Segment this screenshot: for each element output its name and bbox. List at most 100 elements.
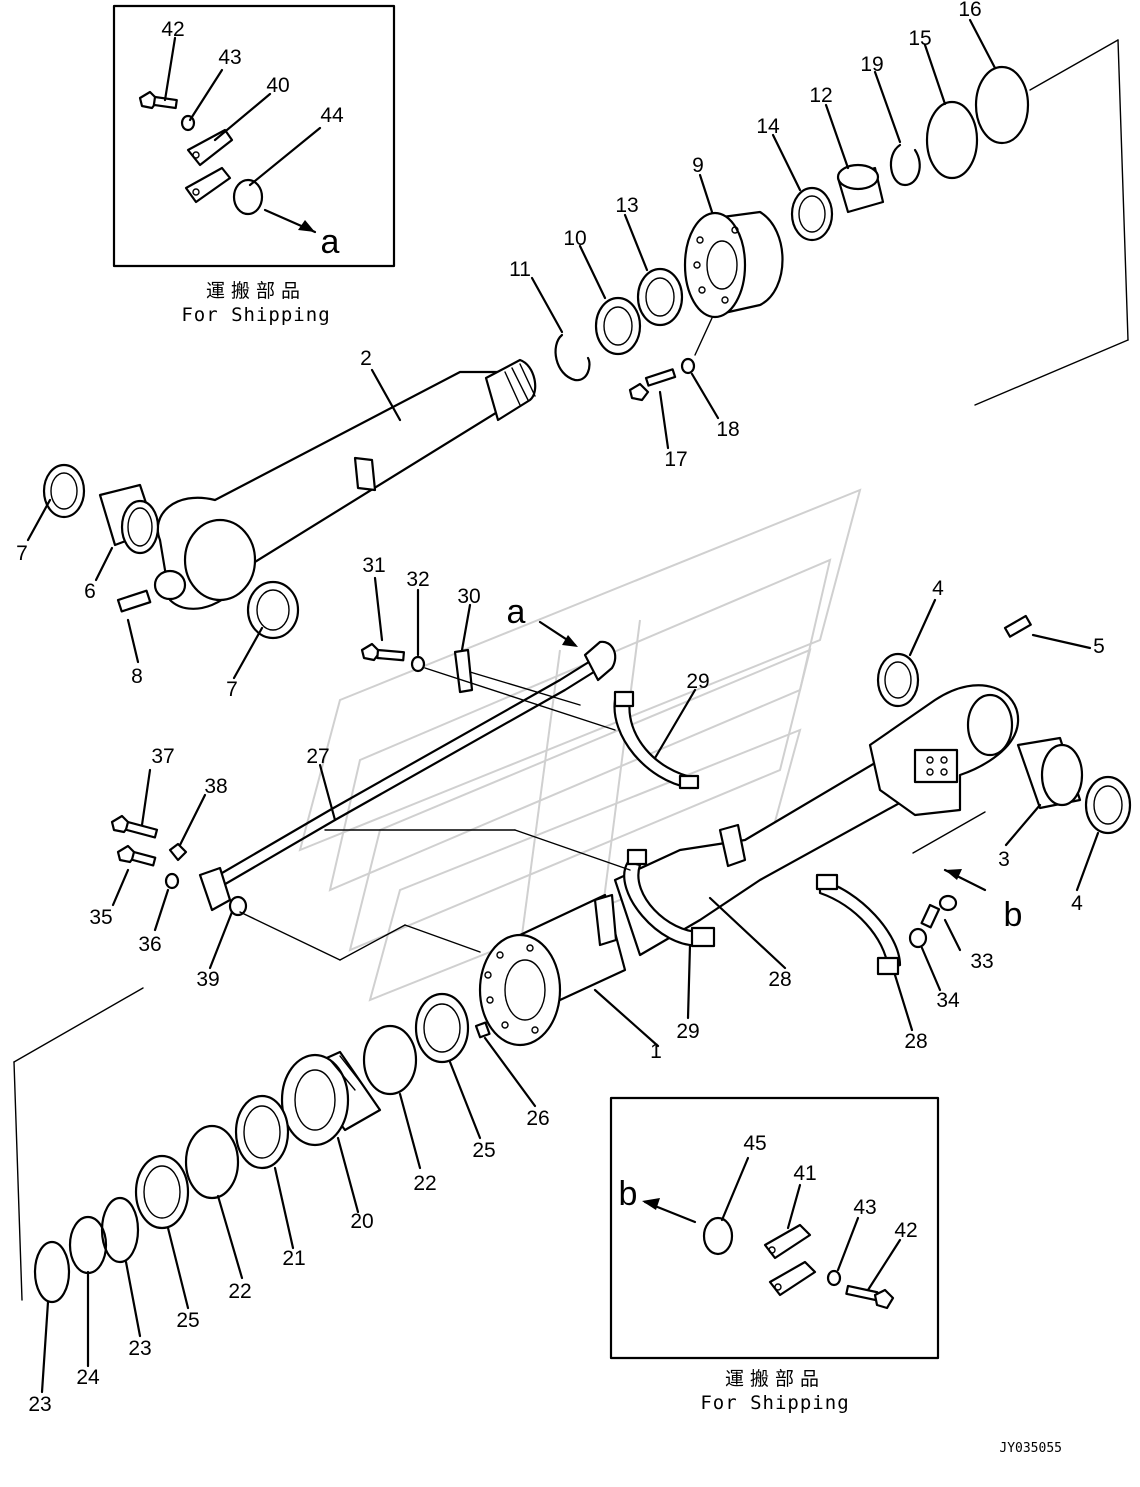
label-41: 41: [793, 1162, 816, 1185]
label-4-lower: 4: [1071, 892, 1083, 915]
label-34: 34: [936, 989, 960, 1012]
label-15: 15: [908, 27, 931, 50]
label-24: 24: [76, 1366, 100, 1389]
label-23-upper: 23: [128, 1337, 151, 1360]
bolt-35-icon: [116, 844, 157, 867]
dust-seal-4-upper: [876, 652, 920, 708]
dust-seal-4-lower: [1084, 775, 1132, 835]
o-ring-39-icon: [228, 895, 248, 917]
label-29-upper: 29: [686, 670, 709, 693]
inset-box-top: 42 43 40 44 a: [112, 4, 396, 268]
label-18: 18: [716, 418, 739, 441]
view-marker-b: b: [1004, 896, 1023, 934]
label-3: 3: [998, 848, 1010, 871]
label-20: 20: [350, 1210, 373, 1233]
o-ring-15: [925, 100, 979, 180]
view-marker-a: a: [507, 593, 526, 631]
band-28-upper: [623, 848, 716, 948]
label-26: 26: [526, 1107, 549, 1130]
label-43b: 43: [853, 1196, 876, 1219]
snap-ring-11: [554, 333, 591, 382]
label-42: 42: [161, 18, 184, 41]
label-42b: 42: [894, 1219, 917, 1242]
label-7-right: 7: [226, 678, 238, 701]
washer-43b-icon: [826, 1269, 842, 1287]
label-27: 27: [306, 745, 329, 768]
set-screw-26-icon: [474, 1021, 491, 1039]
label-4-upper: 4: [932, 577, 944, 600]
label-44: 44: [320, 104, 344, 127]
drawing-code: JY035055: [999, 1441, 1062, 1456]
label-12: 12: [809, 84, 832, 107]
label-37: 37: [151, 745, 174, 768]
ring-24: [68, 1215, 108, 1275]
label-23-lower: 23: [28, 1393, 51, 1416]
label-2: 2: [360, 347, 372, 370]
label-6: 6: [84, 580, 96, 603]
band-28-lower: [815, 873, 902, 976]
cylinder-head-9: [683, 210, 784, 319]
label-39: 39: [196, 968, 219, 991]
piston-rod-2: [153, 358, 537, 610]
bushing-3: [1016, 736, 1084, 810]
clamp-40-icon: [184, 128, 234, 204]
plug-44-icon: [232, 178, 264, 216]
cylinder-tube-1: [478, 684, 1020, 1047]
seal-21: [234, 1094, 290, 1170]
wear-ring-22-upper: [362, 1024, 418, 1096]
view-letter-b: b: [619, 1175, 638, 1213]
label-19: 19: [860, 53, 883, 76]
label-45: 45: [743, 1132, 766, 1155]
label-8: 8: [131, 665, 143, 688]
label-32: 32: [406, 568, 429, 591]
ring-23-upper: [100, 1196, 140, 1264]
pipe-27: [198, 640, 617, 912]
backup-ring-16: [974, 65, 1030, 145]
inset-box-bottom: 45 41 43 42 b: [609, 1096, 940, 1360]
label-28-lower: 28: [904, 1030, 927, 1053]
band-29-upper: [613, 690, 700, 790]
buffer-ring-13: [636, 267, 684, 327]
label-17: 17: [664, 448, 687, 471]
label-16: 16: [958, 0, 981, 21]
washer-38-icon: [168, 842, 188, 862]
label-22-lower: 22: [228, 1280, 251, 1303]
label-38: 38: [204, 775, 227, 798]
label-25-upper: 25: [472, 1139, 495, 1162]
clamp-41-icon: [763, 1223, 817, 1297]
washer-34-icon: [908, 927, 928, 949]
label-1: 1: [650, 1040, 662, 1063]
dust-seal-7-left: [42, 463, 86, 519]
plug-45-icon: [702, 1216, 734, 1256]
label-28-upper: 28: [768, 968, 791, 991]
shipping-caption-en-top: For Shipping: [181, 304, 330, 326]
label-25-lower: 25: [176, 1309, 199, 1332]
bushing-10: [594, 296, 642, 356]
label-29-lower: 29: [676, 1020, 699, 1043]
label-14: 14: [756, 115, 780, 138]
label-21: 21: [282, 1247, 305, 1270]
bushing-6: [98, 483, 160, 555]
shipping-caption-jp-bottom: 運搬部品: [725, 1368, 825, 1390]
label-40: 40: [266, 74, 289, 97]
label-22-upper: 22: [413, 1172, 436, 1195]
label-7-left: 7: [16, 542, 28, 565]
washer-32-icon: [410, 655, 426, 673]
label-5: 5: [1093, 635, 1105, 658]
bushing-12: [836, 163, 885, 214]
dust-seal-7-right: [246, 580, 300, 640]
piston-20: [280, 1050, 382, 1147]
watermark-logo: [298, 488, 862, 1002]
shipping-caption-jp-top: 運搬部品: [206, 280, 306, 302]
label-35: 35: [89, 906, 112, 929]
grease-fitting-8-icon: [116, 589, 152, 613]
wear-ring-22-lower: [184, 1124, 240, 1200]
ring-25-upper: [414, 992, 470, 1064]
washer-36-icon: [164, 872, 180, 890]
bolt-31-icon: [360, 642, 406, 662]
ring-23-lower: [33, 1240, 71, 1304]
label-36: 36: [138, 933, 161, 956]
bolt-37-icon: [110, 814, 159, 839]
bolt-33-icon: [920, 894, 958, 929]
